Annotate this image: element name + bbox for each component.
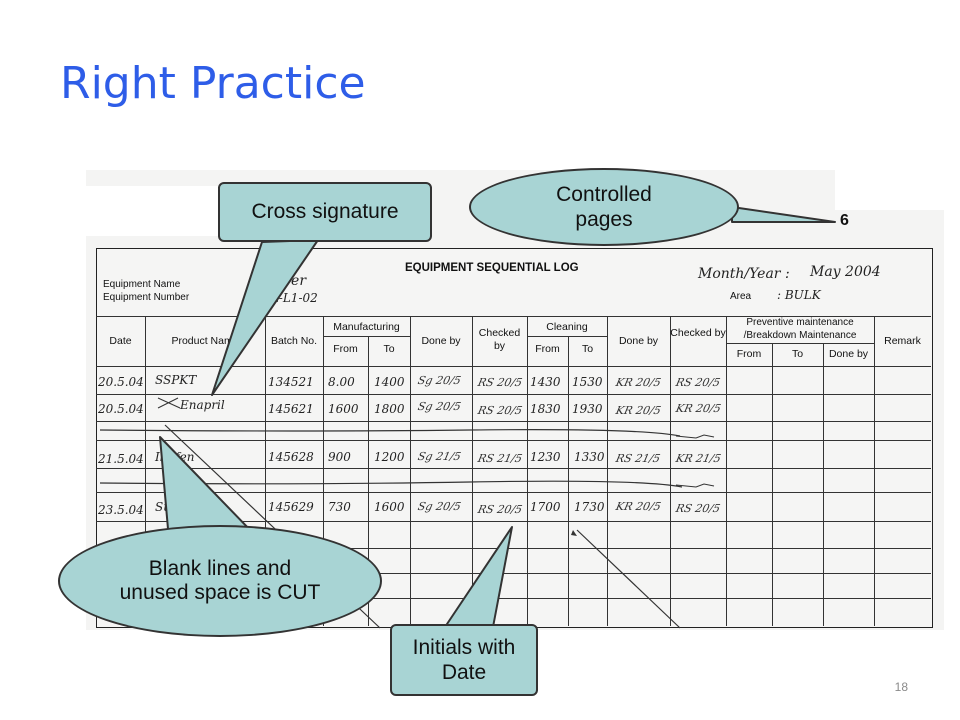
row4-clean-to: 1730	[574, 500, 605, 514]
cross-signature-mark	[157, 397, 181, 409]
grid-line	[96, 316, 931, 317]
grid-line	[874, 316, 875, 626]
row2-mfg-to: 1800	[374, 402, 405, 416]
row4-mfg-from: 730	[328, 500, 351, 514]
grid-line	[472, 316, 473, 626]
header-pm-done-by: Done by	[828, 348, 869, 360]
row3-date: 21.5.04	[98, 452, 144, 466]
controlled-pages-tail	[731, 206, 836, 223]
header-pm-to: To	[791, 348, 804, 360]
cut-stroke	[99, 429, 681, 437]
grid-line	[265, 316, 266, 626]
header-product-name: Product Name	[171, 335, 239, 347]
grid-line	[323, 336, 410, 337]
header-clean-from: From	[535, 343, 560, 355]
slide-title: Right Practice	[60, 58, 366, 109]
cut-stroke	[99, 480, 683, 488]
area-label: Area	[730, 291, 752, 302]
row3-batch: 145628	[268, 450, 314, 464]
grid-line	[772, 343, 773, 626]
grid-line	[527, 316, 528, 626]
grid-line	[368, 336, 369, 626]
cross-signature-callout: Cross signature	[218, 182, 432, 242]
blank-lines-callout: Blank lines and unused space is CUT	[58, 525, 382, 637]
month-year-value: May 2004	[810, 264, 881, 280]
cut-stroke	[576, 529, 681, 629]
row3-mfg-from: 900	[328, 450, 351, 464]
grid-line	[96, 598, 931, 599]
header-pm-from: From	[736, 348, 762, 360]
row4-date: 23.5.04	[98, 503, 144, 517]
header-cleaning: Cleaning	[546, 321, 588, 333]
header-mfg-to: To	[383, 343, 395, 355]
grid-line	[96, 492, 931, 493]
row2-mfg-from: 1600	[328, 402, 359, 416]
row1-batch: 134521	[268, 375, 314, 389]
row3-mfg-to: 1200	[374, 450, 405, 464]
grid-line	[670, 316, 671, 626]
row4-clean-from: 1700	[530, 500, 561, 514]
grid-line	[527, 336, 607, 337]
header-preventive-maintenance: Preventive maintenance /Breakdown Mainte…	[743, 317, 857, 341]
row1-mfg-to: 1400	[374, 375, 405, 389]
header-batch-no: Batch No.	[270, 335, 318, 347]
slide-number: 18	[894, 680, 908, 694]
row2-clean-from: 1830	[530, 402, 561, 416]
header-clean-to: To	[581, 343, 594, 355]
grid-line	[96, 366, 931, 367]
row2-clean-to: 1930	[572, 402, 603, 416]
grid-line	[96, 521, 931, 522]
grid-line	[323, 316, 324, 626]
page-number: 6	[840, 212, 849, 229]
cut-stroke	[675, 483, 715, 488]
grid-line	[96, 573, 931, 574]
header-date: Date	[109, 335, 132, 347]
grid-line	[726, 316, 727, 626]
header-done-by: Done by	[421, 335, 461, 347]
row1-clean-to: 1530	[572, 375, 603, 389]
equipment-number-label: Equipment Number	[103, 292, 190, 303]
header-done-by-cleaning: Done by	[618, 335, 659, 347]
row1-clean-from: 1430	[530, 375, 561, 389]
row4-batch: 145629	[268, 500, 314, 514]
controlled-pages-callout: Controlled pages	[469, 168, 739, 246]
grid-line	[96, 394, 931, 395]
cross-signature-tail	[211, 239, 319, 396]
cut-stroke	[571, 530, 577, 536]
row1-mfg-from: 8.00	[328, 375, 355, 389]
grid-line	[410, 316, 411, 626]
grid-line	[145, 316, 146, 626]
grid-line	[96, 548, 931, 549]
header-remark: Remark	[884, 335, 921, 347]
row2-product: Enapril	[180, 398, 225, 412]
grid-line	[726, 343, 874, 344]
header-mfg-from: From	[333, 343, 358, 355]
row1-product: SSPKT	[155, 373, 197, 387]
cut-stroke	[675, 434, 715, 439]
area-value: : BULK	[777, 288, 821, 302]
grid-line	[96, 421, 931, 422]
header-checked-by-cleaning: Checked by	[670, 327, 726, 339]
grid-line	[96, 440, 931, 441]
grid-line	[96, 468, 931, 469]
grid-line	[823, 343, 824, 626]
row3-clean-from: 1230	[530, 450, 561, 464]
initials-callout: Initials with Date	[390, 624, 538, 696]
equipment-name-label: Equipment Name	[103, 279, 181, 290]
log-title: EQUIPMENT SEQUENTIAL LOG	[405, 262, 579, 274]
header-manufacturing: Manufacturing	[333, 321, 400, 333]
row3-clean-to: 1330	[574, 450, 605, 464]
initials-tail	[444, 526, 513, 628]
scan-blank-area-right	[835, 170, 945, 210]
row4-mfg-to: 1600	[374, 500, 405, 514]
row1-date: 20.5.04	[98, 375, 144, 389]
month-year-label: Month/Year :	[698, 266, 790, 282]
row2-batch: 145621	[268, 402, 314, 416]
row2-date: 20.5.04	[98, 402, 144, 416]
header-checked-by: Checked by	[478, 327, 521, 352]
grid-line	[607, 316, 608, 626]
